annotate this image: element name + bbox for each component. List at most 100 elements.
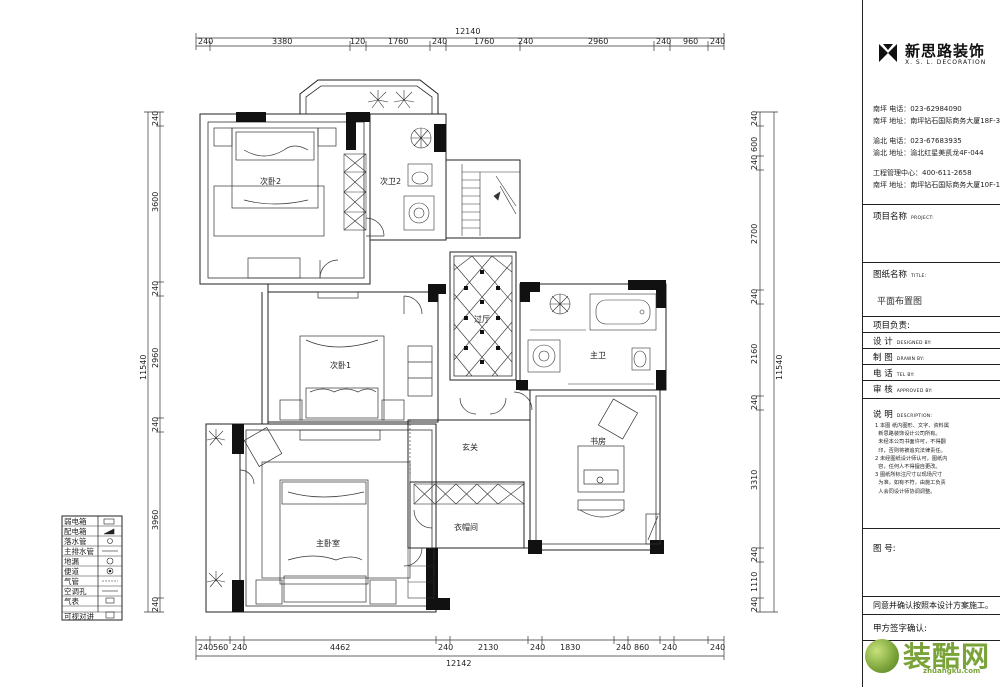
dim-top-2: 120: [350, 37, 365, 46]
legend-item-3: 主排水管: [64, 546, 94, 556]
bedroom2-furniture: [213, 127, 337, 279]
room-label-bath2: 次卫2: [380, 176, 401, 186]
divider: [863, 614, 1000, 615]
dim-bottom-5: 2130: [478, 643, 498, 652]
weak-box-icon: [103, 518, 115, 525]
dim-right-7: 3310: [750, 470, 759, 490]
dim-right-8: 240: [750, 547, 759, 562]
dim-top-7: 2960: [588, 37, 608, 46]
dim-bottom-10: 240: [662, 643, 677, 652]
dim-left-6: 240: [151, 597, 160, 612]
logo-text: 新思路装饰: [905, 42, 986, 60]
contact-line-4: 工程管理中心：400-611-2658: [873, 169, 972, 177]
divider: [863, 640, 1000, 641]
legend-item-8: 气表: [64, 596, 79, 606]
dim-bottom-1: 560: [213, 643, 228, 652]
staircase: [461, 164, 520, 236]
contact-line-0: 南坪 电话：023-62984090: [873, 105, 962, 113]
room-label-bedroom1: 次卧1: [330, 360, 351, 370]
divider: [863, 596, 1000, 597]
corridor-tiling: [453, 255, 513, 377]
contact-line-5: 南坪 地址：南坪钻石国际商务大厦10F-1: [873, 181, 1000, 189]
dim-bottom-9: 860: [634, 643, 649, 652]
dim-bottom-6: 240: [530, 643, 545, 652]
legend-item-9: 可视对讲: [64, 611, 94, 621]
legend: 弱电箱 配电箱 落水管 主排水管 地漏 便道 气管 空调孔 气表 可视对讲: [61, 515, 123, 621]
dim-top-4: 240: [432, 37, 447, 46]
legend-item-0: 弱电箱: [64, 516, 87, 526]
bath2-fixtures: [403, 127, 435, 231]
watermark-logo-icon: [865, 639, 899, 673]
dim-top-3: 1760: [388, 37, 408, 46]
floor-drain-icon: [106, 557, 114, 565]
left-dimensions: 11540 240 3600 240 2960 240 3960 240: [139, 111, 164, 613]
contact-line-2: 渝北 电话：023-67683935: [873, 137, 962, 145]
divider: [863, 348, 1000, 349]
watermark: 装酷网 zhuangku.com: [863, 633, 995, 681]
dim-bottom-total: 12142: [446, 659, 471, 668]
master-bedroom-furniture: [243, 427, 411, 605]
room-label-master-bath: 主卫: [590, 350, 606, 360]
sewer-icon: [106, 567, 114, 575]
room-label-corridor: 过厅: [474, 314, 490, 324]
dim-right-0: 240: [750, 111, 759, 126]
divider: [863, 262, 1000, 263]
wardrobe-bedroom2: [343, 153, 367, 231]
dim-top-10: 240: [710, 37, 725, 46]
dim-right-1: 600: [750, 137, 759, 152]
dim-left-0: 240: [151, 111, 160, 126]
divider: [863, 204, 1000, 205]
agree-text: 同意并确认按照本设计方案施工。: [873, 601, 993, 610]
dim-bottom-7: 1830: [560, 643, 580, 652]
divider: [863, 316, 1000, 317]
room-labels: 次卧2 次卫2 过厅 主卫 次卧1 书房 玄关 衣帽间 主卧室: [260, 176, 606, 548]
room-label-bedroom2: 次卧2: [260, 176, 281, 186]
divider: [863, 332, 1000, 333]
dim-left-4: 240: [151, 417, 160, 432]
watermark-url: zhuangku.com: [923, 667, 981, 675]
dim-left-1: 3600: [151, 192, 160, 212]
divider: [863, 398, 1000, 399]
legend-item-5: 便道: [64, 566, 79, 576]
divider: [863, 528, 1000, 529]
contact-line-1: 南坪 地址：南坪钻石国际商务大厦18F-3: [873, 117, 1000, 125]
master-bath-fixtures: [527, 293, 657, 385]
bottom-dimensions: 240 560 240 4462 240 2130 240 1830 240 8…: [195, 636, 725, 668]
logo-subtext: X. S. L. DECORATION: [905, 59, 987, 66]
top-dimensions: 12140 240 3380 120 1760 240 1760 240 296…: [195, 27, 725, 51]
structural-columns: [232, 112, 666, 612]
dim-left-3: 2960: [151, 348, 160, 368]
bedroom1-furniture: [279, 291, 433, 421]
logo-mark-icon: [879, 44, 897, 62]
dim-left-5: 3960: [151, 510, 160, 530]
sign-label: 甲方签字确认:: [873, 624, 927, 634]
dim-right-9: 1110: [750, 572, 759, 592]
dim-right-4: 240: [750, 289, 759, 304]
notes-text: 1 本图 纸内图形、文字、资料属 新思路装饰设计公司所有。 未经本公司书面许可，…: [875, 423, 950, 495]
dim-bottom-2: 240: [232, 643, 247, 652]
divider: [863, 380, 1000, 381]
dim-right-5: 2160: [750, 344, 759, 364]
gas-meter-icon: [105, 597, 115, 604]
title-block: 新思路装饰 X. S. L. DECORATION 南坪 电话：023-6298…: [862, 0, 1000, 687]
intercom-icon: [105, 611, 115, 619]
dim-right-total: 11540: [775, 355, 784, 380]
dim-top-9: 960: [683, 37, 698, 46]
dim-right-2: 240: [750, 155, 759, 170]
drawing-title-value: 平面布置图: [877, 297, 923, 307]
divider: [863, 364, 1000, 365]
dim-left-total: 11540: [139, 355, 148, 380]
room-label-cloakroom: 衣帽间: [454, 522, 478, 532]
study-furniture: [577, 398, 661, 545]
dim-top-total: 12140: [455, 27, 480, 36]
legend-item-2: 落水管: [64, 536, 87, 546]
manager-label: 项目负责:: [873, 321, 910, 331]
legend-item-6: 气管: [64, 576, 79, 586]
floor-plan: 12140 240 3380 120 1760 240 1760 240 296…: [61, 27, 784, 668]
dim-right-6: 240: [750, 395, 759, 410]
